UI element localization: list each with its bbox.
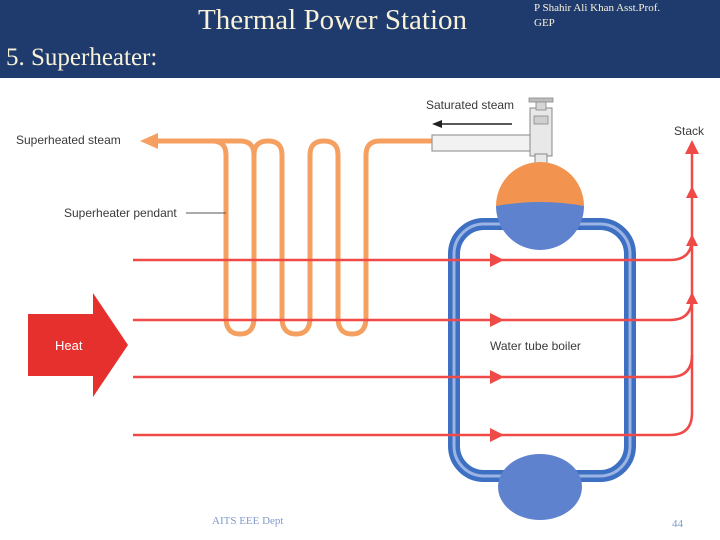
author-info: P Shahir Ali Khan Asst.Prof. GEP (534, 1, 660, 31)
label-superheated-steam: Superheated steam (16, 133, 121, 147)
label-heat: Heat (55, 338, 83, 353)
slide-header: Thermal Power Station 5. Superheater: P … (0, 0, 720, 78)
superheater-pendant-loops (251, 138, 530, 337)
superheated-steam-arrow (140, 133, 158, 149)
superheater-pipe (158, 138, 257, 337)
boiler-diagram (28, 97, 699, 520)
author-name: P Shahir Ali Khan Asst.Prof. (534, 2, 661, 14)
water-drum (498, 454, 582, 520)
slide-title: Thermal Power Station (198, 4, 468, 36)
label-water-tube-boiler: Water tube boiler (490, 339, 581, 353)
saturated-steam-pipe (431, 134, 533, 152)
label-stack: Stack (674, 124, 705, 138)
heat-arrow (28, 293, 128, 397)
page-number: 44 (672, 518, 683, 530)
steam-drum (496, 162, 584, 250)
label-superheater-pendant: Superheater pendant (64, 206, 177, 220)
slide-subtitle: 5. Superheater: (6, 44, 158, 71)
saturated-steam-arrowhead (432, 120, 442, 128)
author-affiliation: GEP (534, 17, 555, 29)
label-saturated-steam: Saturated steam (426, 98, 515, 112)
valve (528, 97, 554, 169)
stack-arrowhead (685, 140, 699, 154)
footer-dept: AITS EEE Dept (212, 515, 284, 527)
hot-gas-stack-riser (669, 150, 694, 437)
